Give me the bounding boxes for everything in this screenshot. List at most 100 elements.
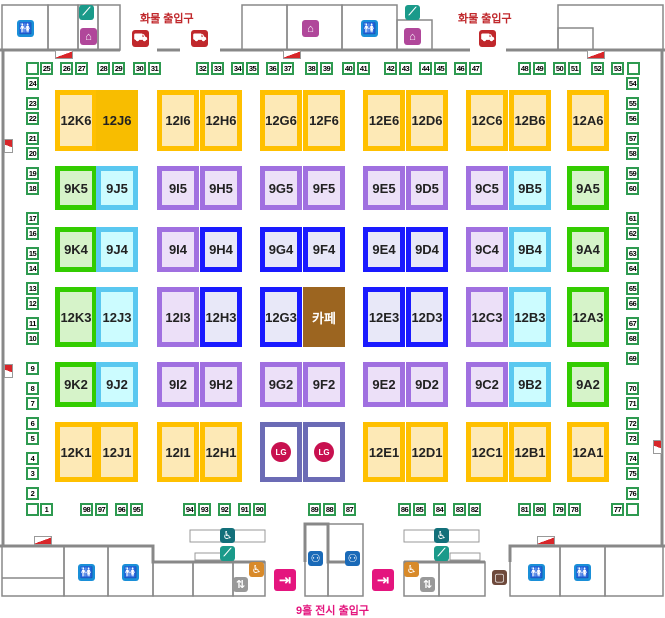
small-booth[interactable]: 6	[26, 417, 39, 430]
small-booth[interactable]: 25	[40, 62, 53, 75]
small-booth[interactable]: 10	[26, 332, 39, 345]
booth[interactable]: 12H3	[200, 287, 242, 347]
booth[interactable]: 9D4	[406, 227, 448, 272]
small-booth[interactable]: 40	[342, 62, 355, 75]
small-booth[interactable]: 79	[553, 503, 566, 516]
booth[interactable]: 12F6	[303, 90, 345, 151]
booth[interactable]: 12A1	[567, 422, 609, 482]
small-booth[interactable]: 59	[626, 167, 639, 180]
booth[interactable]: 12K1	[55, 422, 97, 482]
booth[interactable]: 12J6	[96, 90, 138, 151]
booth[interactable]: 9E5	[363, 166, 405, 210]
booth[interactable]: 12D6	[406, 90, 448, 151]
small-booth[interactable]: 36	[266, 62, 279, 75]
small-booth[interactable]: 51	[568, 62, 581, 75]
booth[interactable]: 9I2	[157, 362, 199, 407]
small-booth[interactable]: 68	[626, 332, 639, 345]
cafe-booth[interactable]: 카페	[303, 287, 345, 347]
small-booth[interactable]: 14	[26, 262, 39, 275]
small-booth[interactable]: 50	[553, 62, 566, 75]
small-booth[interactable]: 73	[626, 432, 639, 445]
small-booth[interactable]: 84	[433, 503, 446, 516]
entrance-exit-icon[interactable]: ⇥	[372, 569, 394, 591]
booth[interactable]: 12H1	[200, 422, 242, 482]
small-booth[interactable]: 39	[320, 62, 333, 75]
booth[interactable]: 12E1	[363, 422, 405, 482]
small-booth[interactable]: 8	[26, 382, 39, 395]
small-booth[interactable]: 28	[97, 62, 110, 75]
small-booth[interactable]: 54	[626, 77, 639, 90]
small-booth[interactable]: 56	[626, 112, 639, 125]
small-booth[interactable]: 24	[26, 77, 39, 90]
small-booth[interactable]: 92	[218, 503, 231, 516]
small-booth[interactable]: 13	[26, 282, 39, 295]
small-booth[interactable]: 35	[246, 62, 259, 75]
small-booth[interactable]: 12	[26, 297, 39, 310]
booth[interactable]: 12H6	[200, 90, 242, 151]
small-booth[interactable]: 22	[26, 112, 39, 125]
booth[interactable]: 9D5	[406, 166, 448, 210]
booth[interactable]: 12C1	[466, 422, 508, 482]
booth[interactable]: 9E4	[363, 227, 405, 272]
small-booth[interactable]: 46	[454, 62, 467, 75]
small-booth[interactable]: 30	[133, 62, 146, 75]
small-booth[interactable]: 72	[626, 417, 639, 430]
small-booth[interactable]: 85	[413, 503, 426, 516]
small-booth[interactable]: 91	[238, 503, 251, 516]
small-booth[interactable]: 5	[26, 432, 39, 445]
booth[interactable]: 12G3	[260, 287, 302, 347]
booth[interactable]: 9F2	[303, 362, 345, 407]
small-booth[interactable]: 53	[611, 62, 624, 75]
booth[interactable]: 9B4	[509, 227, 551, 272]
small-booth[interactable]: 2	[26, 487, 39, 500]
small-booth[interactable]: 16	[26, 227, 39, 240]
booth[interactable]: 9A4	[567, 227, 609, 272]
booth[interactable]: 12D1	[406, 422, 448, 482]
small-booth[interactable]: 20	[26, 147, 39, 160]
small-booth-empty[interactable]	[26, 503, 39, 516]
small-booth[interactable]: 61	[626, 212, 639, 225]
booth[interactable]: 9G4	[260, 227, 302, 272]
small-booth[interactable]: 65	[626, 282, 639, 295]
small-booth[interactable]: 67	[626, 317, 639, 330]
booth[interactable]: 12I3	[157, 287, 199, 347]
small-booth[interactable]: 9	[26, 362, 39, 375]
small-booth[interactable]: 97	[95, 503, 108, 516]
small-booth[interactable]: 1	[40, 503, 53, 516]
booth[interactable]: 12K3	[55, 287, 97, 347]
small-booth[interactable]: 86	[398, 503, 411, 516]
booth[interactable]: 12E3	[363, 287, 405, 347]
small-booth[interactable]: 43	[399, 62, 412, 75]
booth[interactable]: 9C2	[466, 362, 508, 407]
booth-lg[interactable]: LG	[303, 422, 345, 482]
booth[interactable]: 9D2	[406, 362, 448, 407]
small-booth[interactable]: 42	[384, 62, 397, 75]
small-booth[interactable]: 90	[253, 503, 266, 516]
small-booth[interactable]: 60	[626, 182, 639, 195]
small-booth[interactable]: 33	[211, 62, 224, 75]
booth[interactable]: 12B1	[509, 422, 551, 482]
booth[interactable]: 9J5	[96, 166, 138, 210]
small-booth[interactable]: 18	[26, 182, 39, 195]
booth[interactable]: 9K5	[55, 166, 97, 210]
small-booth[interactable]: 37	[281, 62, 294, 75]
booth[interactable]: 12I1	[157, 422, 199, 482]
small-booth[interactable]: 64	[626, 262, 639, 275]
booth[interactable]: 9G5	[260, 166, 302, 210]
booth[interactable]: 12K6	[55, 90, 97, 151]
booth[interactable]: 9C4	[466, 227, 508, 272]
booth[interactable]: 12C6	[466, 90, 508, 151]
small-booth[interactable]: 58	[626, 147, 639, 160]
small-booth[interactable]: 17	[26, 212, 39, 225]
small-booth[interactable]: 15	[26, 247, 39, 260]
booth[interactable]: 9K4	[55, 227, 97, 272]
small-booth[interactable]: 31	[148, 62, 161, 75]
small-booth[interactable]: 96	[115, 503, 128, 516]
booth[interactable]: 12J3	[96, 287, 138, 347]
small-booth[interactable]: 3	[26, 467, 39, 480]
booth[interactable]: 9A5	[567, 166, 609, 210]
small-booth[interactable]: 98	[80, 503, 93, 516]
small-booth[interactable]: 32	[196, 62, 209, 75]
small-booth[interactable]: 82	[468, 503, 481, 516]
small-booth-empty[interactable]	[627, 62, 640, 75]
